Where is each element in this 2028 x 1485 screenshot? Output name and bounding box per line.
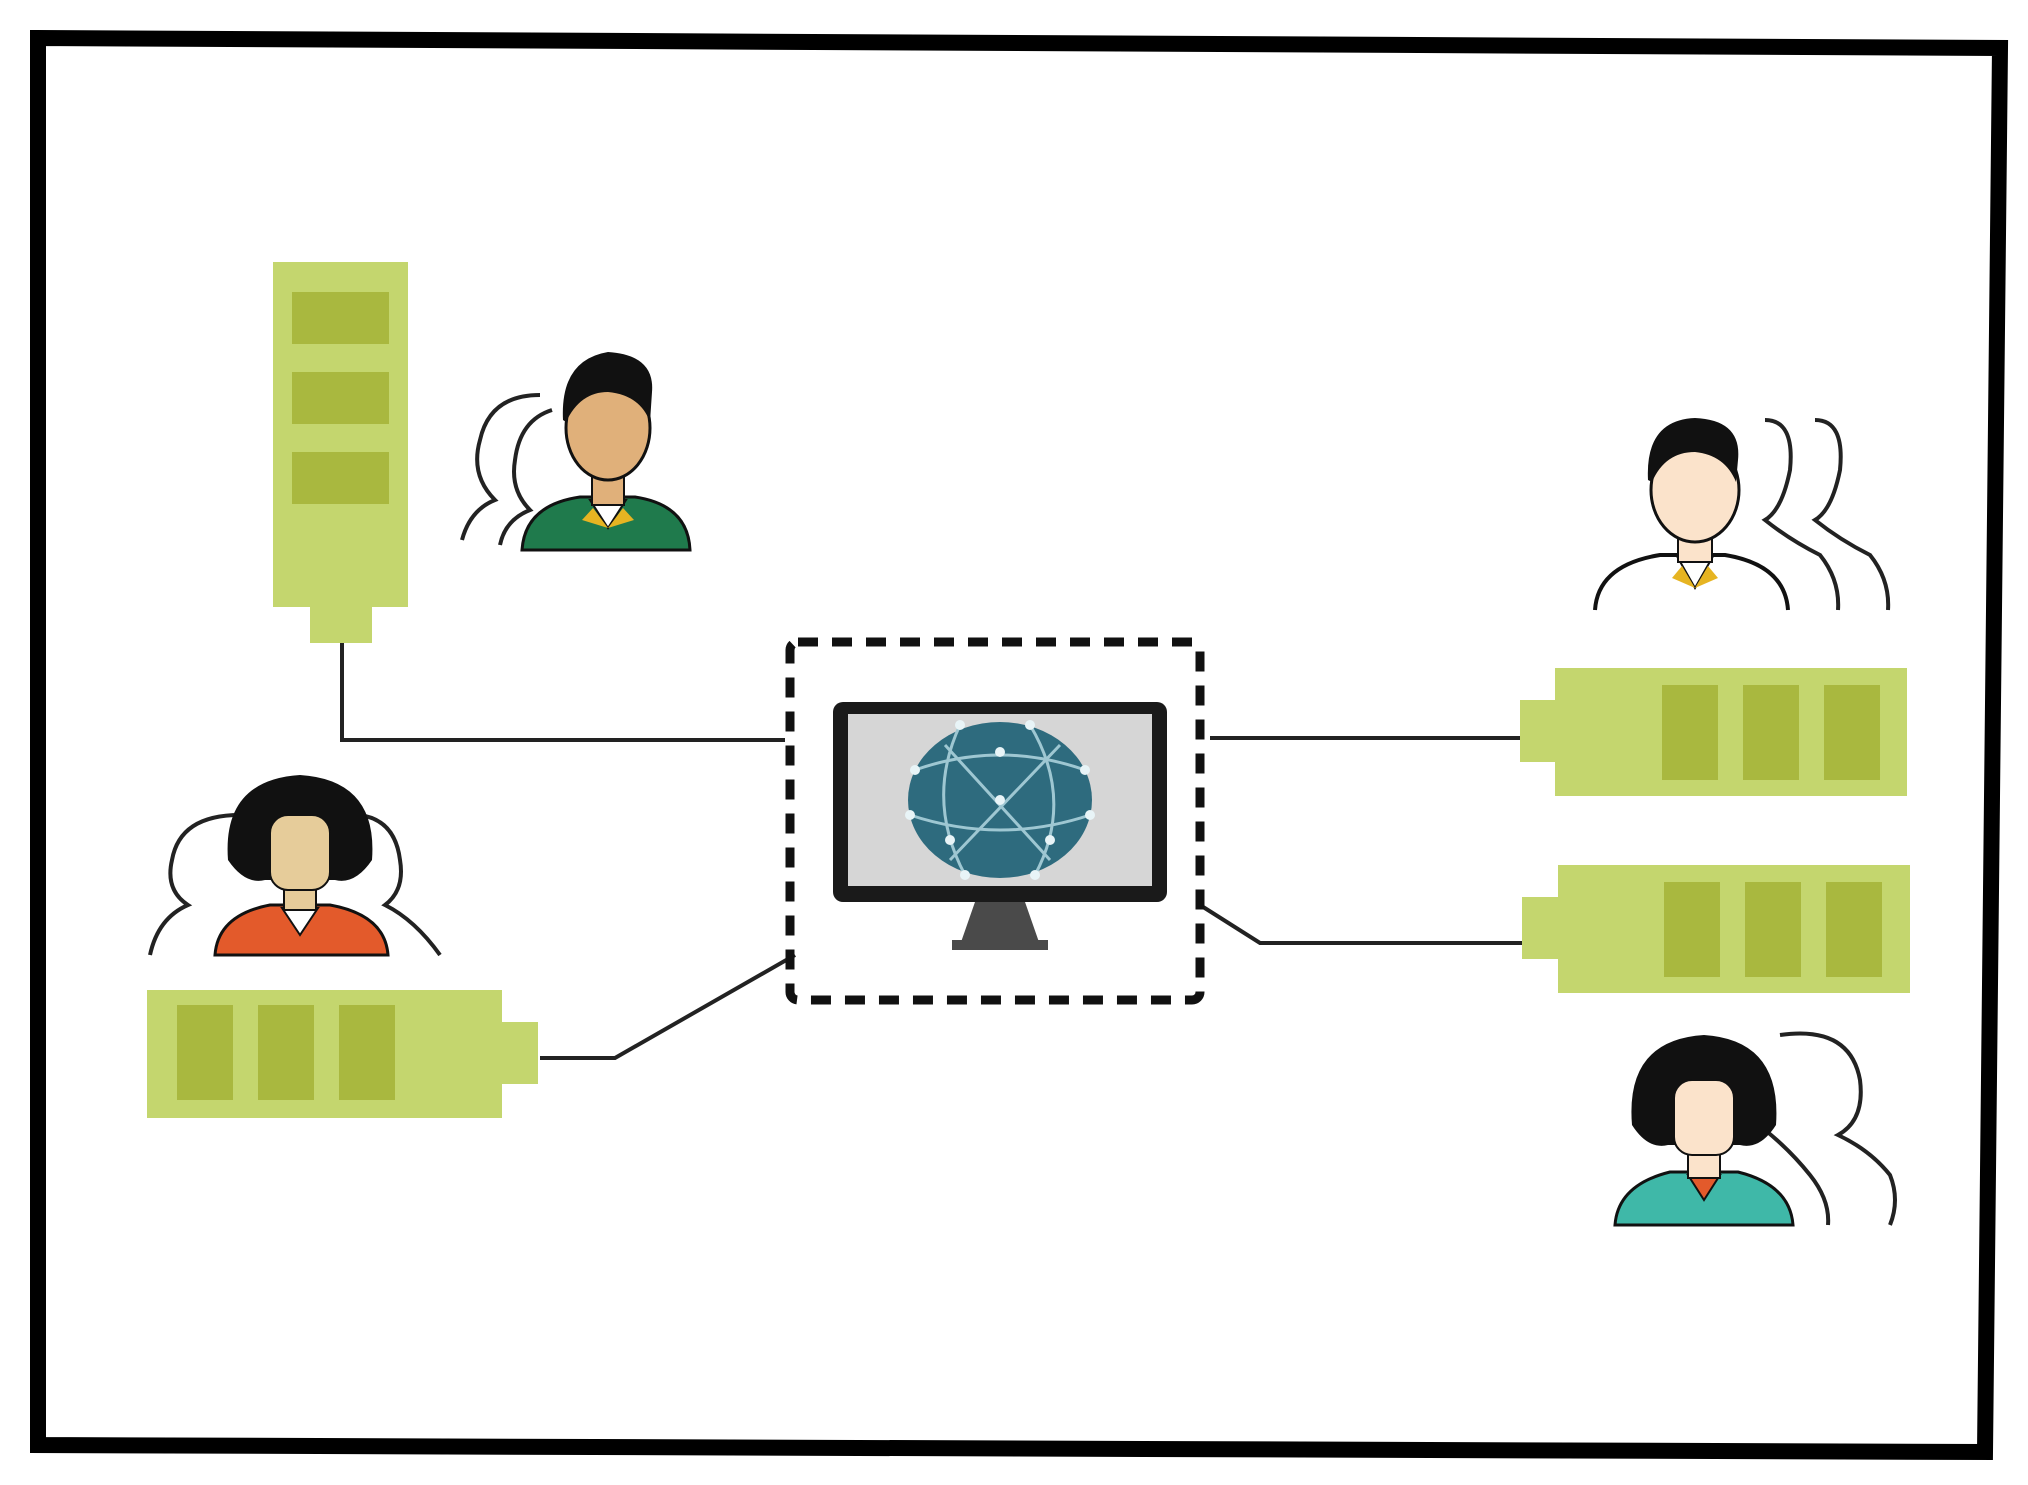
battery-icon [1520, 668, 1907, 796]
connections [340, 640, 1525, 1060]
battery-icon [147, 990, 538, 1118]
link-top-left [340, 640, 785, 742]
battery-icon [1522, 865, 1910, 993]
man-group-icon [460, 352, 692, 552]
link-right-lower [1198, 903, 1525, 945]
dashed-boundary [785, 637, 1205, 1005]
battery-icon [273, 262, 408, 643]
man-group-icon [1593, 418, 1891, 611]
link-mid-left [540, 953, 796, 1060]
central-server [785, 637, 1205, 1005]
woman-group-icon [148, 775, 442, 957]
monitor-with-globe-icon [833, 702, 1167, 950]
woman-group-icon [1613, 1031, 1897, 1227]
